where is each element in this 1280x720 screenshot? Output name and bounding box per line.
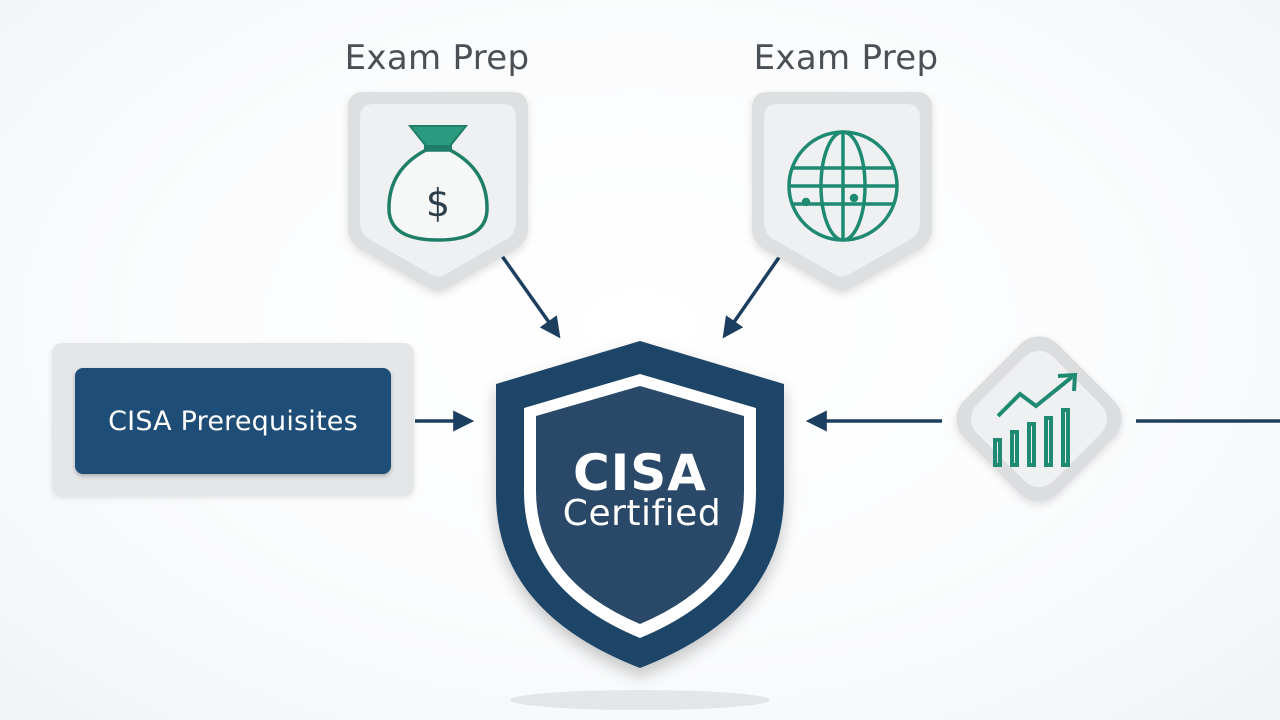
growth-chart-icon [993,372,1078,467]
center-shield [496,341,784,668]
shield-ground-shadow [510,690,770,710]
connector-arrows [415,254,1280,432]
shield-title: CISA [572,444,708,502]
globe-icon [787,130,899,242]
svg-text:$: $ [426,181,450,225]
badge-growth-chart [956,336,1122,502]
shield-subtitle: Certified [562,493,722,534]
top-right-label: Exam Prep [753,38,939,78]
arrow-top-right [722,255,782,339]
top-left-label: Exam Prep [344,38,530,78]
prerequisites-box: CISA Prerequisites [75,368,391,474]
arrow-top-left [500,254,561,339]
money-bag-icon: $ [387,125,489,242]
prerequisites-label: CISA Prerequisites [108,405,358,437]
